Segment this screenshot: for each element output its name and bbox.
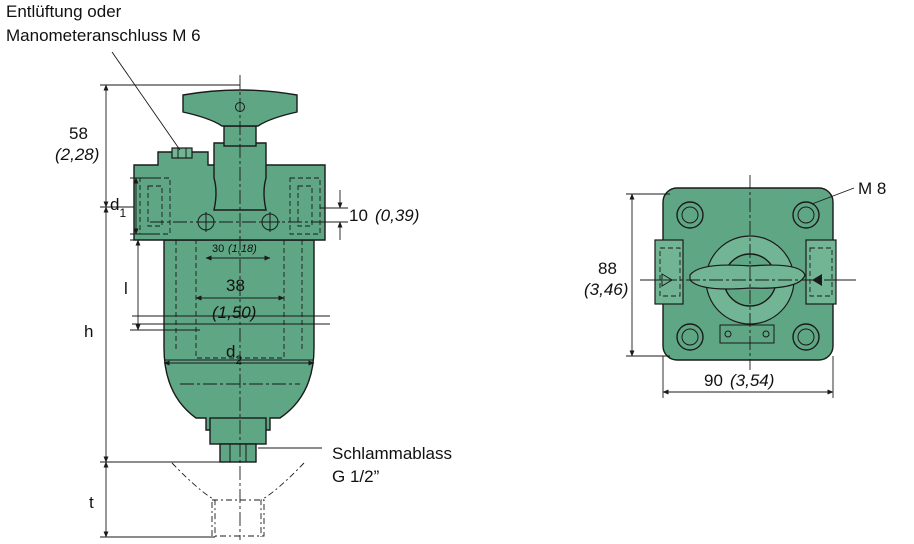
corner-screws bbox=[676, 201, 820, 351]
dim-88-label: 88 bbox=[598, 259, 617, 278]
drain-plug bbox=[209, 417, 267, 445]
m8-label: M 8 bbox=[858, 179, 886, 198]
top-view bbox=[626, 175, 856, 398]
dim-88-inch-label: (3,46) bbox=[584, 280, 628, 299]
h-label: h bbox=[84, 322, 93, 341]
dim-10-inch-label: (0,39) bbox=[375, 206, 419, 225]
t-label: t bbox=[89, 493, 94, 512]
dim-58-label: 58 bbox=[69, 124, 88, 143]
drain-nipple bbox=[219, 443, 257, 463]
d1-label: d1 bbox=[110, 195, 126, 220]
m8-leader bbox=[811, 187, 855, 205]
port-right bbox=[289, 177, 321, 235]
top-handle bbox=[689, 264, 806, 290]
dim-90-label: 90 bbox=[704, 371, 723, 390]
dim-58-inch-label: (2,28) bbox=[55, 145, 99, 164]
dim-30-inch-label: (1,18) bbox=[228, 243, 257, 255]
d2-label: d2 bbox=[226, 342, 242, 367]
dim-30-label: 30 bbox=[212, 243, 224, 255]
vent-leader bbox=[111, 51, 181, 151]
front-view bbox=[100, 51, 348, 540]
drain-label-line2: G 1/2” bbox=[332, 467, 380, 486]
dim-10-label: 10 bbox=[349, 206, 368, 225]
vent-label-line2: Manometeranschluss M 6 bbox=[6, 26, 201, 45]
removed-drain-outline bbox=[211, 499, 265, 537]
dim-38-label: 38 bbox=[226, 276, 245, 295]
removed-bowl-outline bbox=[171, 462, 305, 537]
vent-screw bbox=[171, 147, 193, 159]
dim-38-inch-label: (1,50) bbox=[212, 303, 256, 322]
dim-90-inch-label: (3,54) bbox=[730, 371, 774, 390]
l-label: l bbox=[124, 279, 128, 298]
filter-bowl bbox=[163, 239, 315, 431]
drain-label-line1: Schlammablass bbox=[332, 444, 452, 463]
vent-label-line1: Entlüftung oder bbox=[6, 2, 122, 21]
